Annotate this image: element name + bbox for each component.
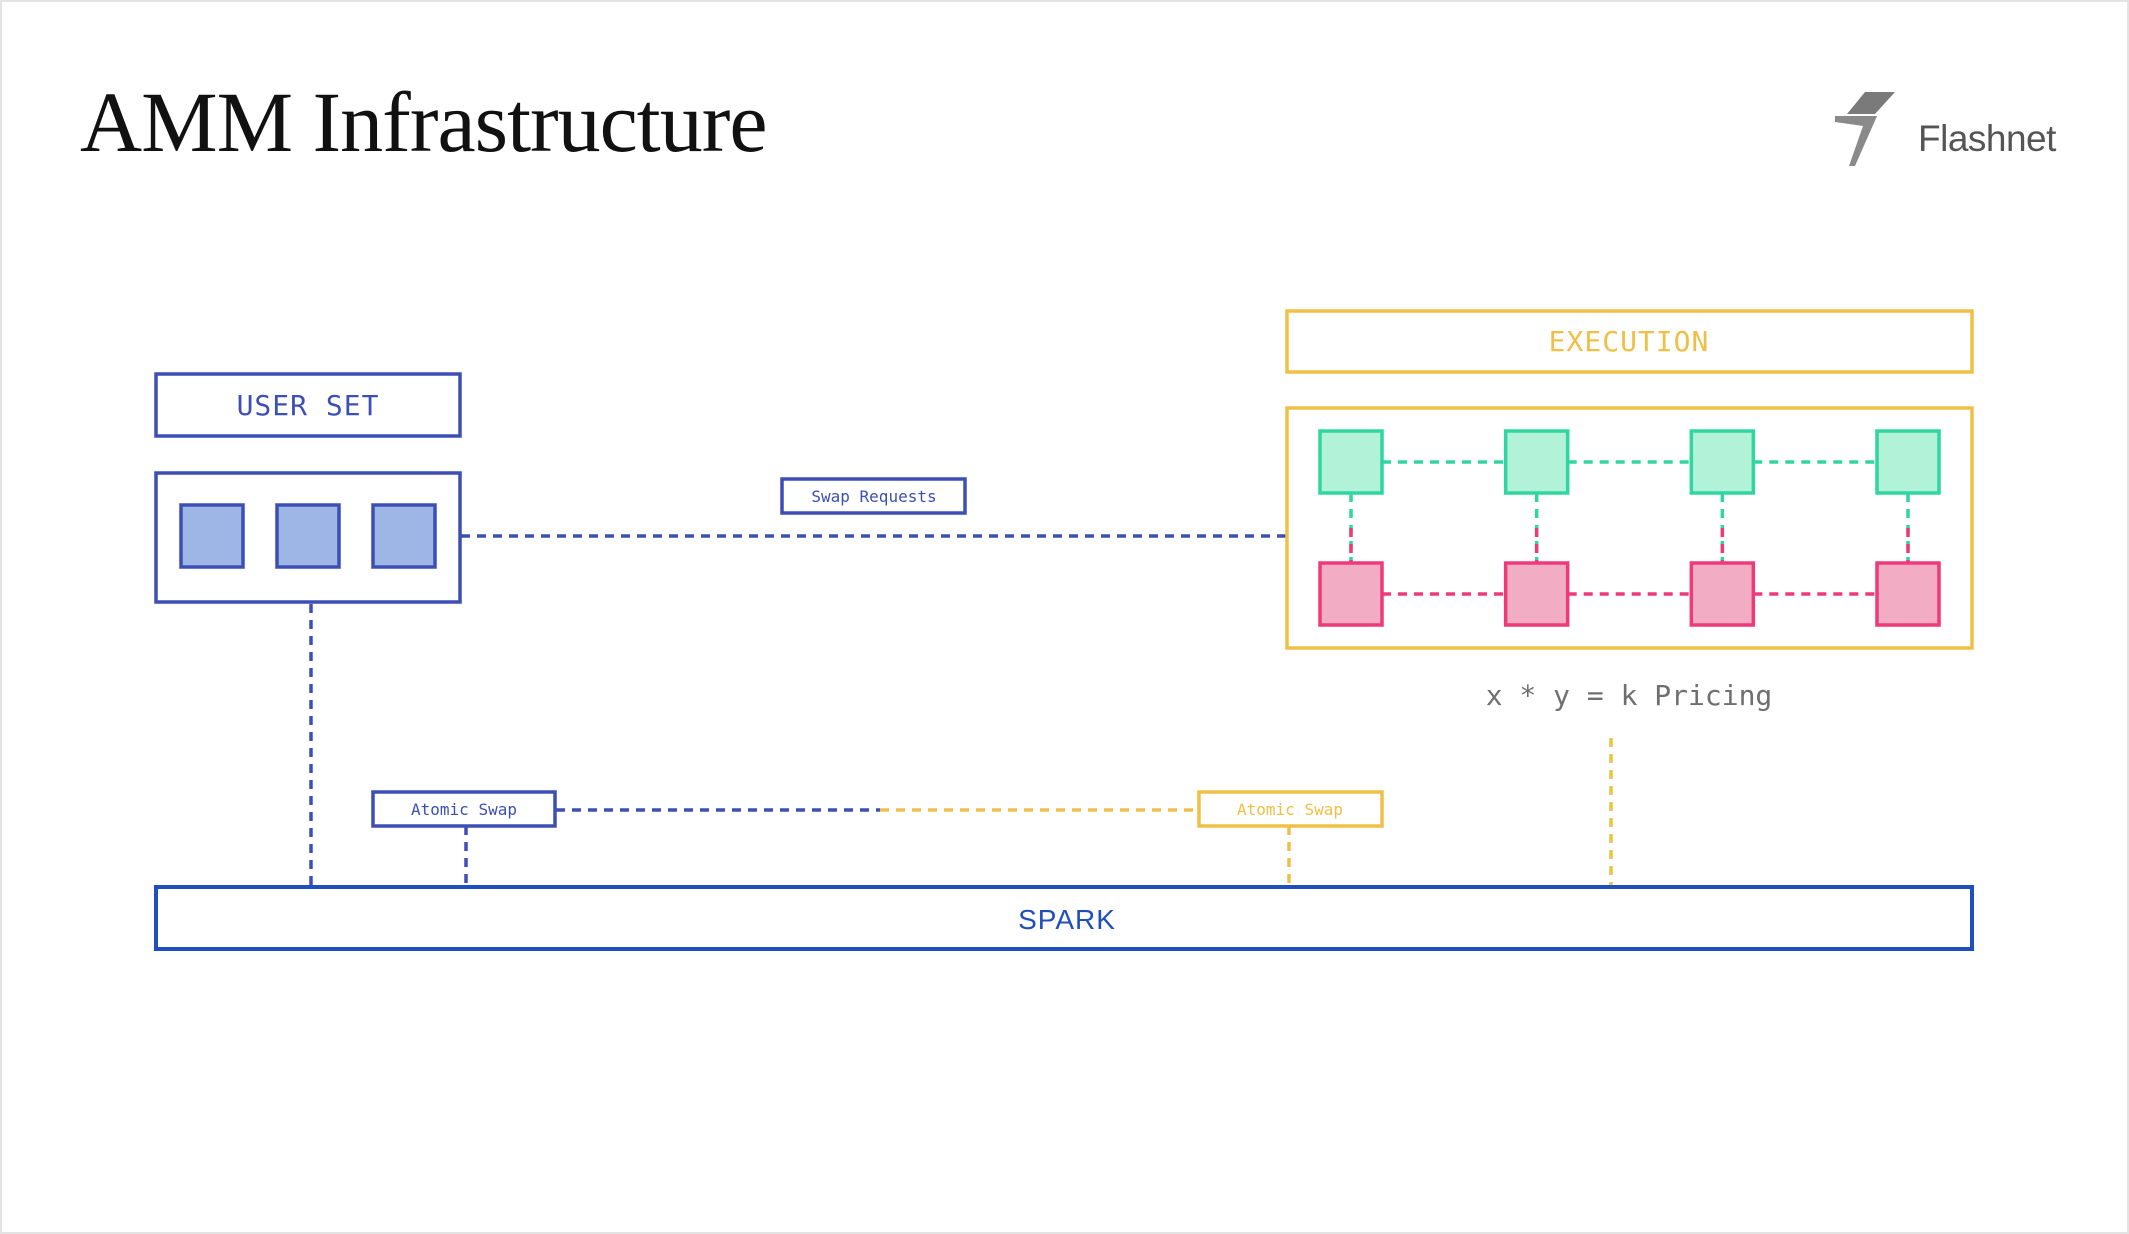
pool-node-pink [1503,561,1570,627]
user-set-label-box [154,372,462,438]
spark-label: SPARK [1018,904,1116,935]
swap-requests-tag: Swap Requests [811,487,936,506]
pool-node-pink [1875,561,1941,627]
pool-node-pink [1689,561,1756,627]
atomic-swap-user-tag-box [371,790,557,828]
pool-node-pink [1318,561,1384,627]
user-set-label: USER SET [237,389,380,422]
atomic-swap-execution-tag-box [1197,790,1384,828]
user-node [179,503,245,569]
pool-node-green [1689,429,1756,495]
page-title: AMM Infrastructure [80,74,768,170]
user-node [275,503,341,569]
pool-node-green [1318,429,1384,495]
flashnet-logo-text: Flashnet [1918,118,2056,159]
execution-container [1285,406,1974,650]
pool-node-green [1503,429,1570,495]
flashnet-logo-icon [1835,92,1895,166]
pool-node-green [1875,429,1941,495]
swap-requests-tag-box [780,477,967,515]
atomic-swap-user-tag: Atomic Swap [411,800,517,819]
execution-label-box [1285,309,1974,374]
user-node [371,503,437,569]
spark-bar [154,885,1974,951]
execution-label: EXECUTION [1549,325,1710,358]
atomic-swap-execution-tag: Atomic Swap [1237,800,1343,819]
pricing-label: x * y = k Pricing [1486,679,1773,712]
